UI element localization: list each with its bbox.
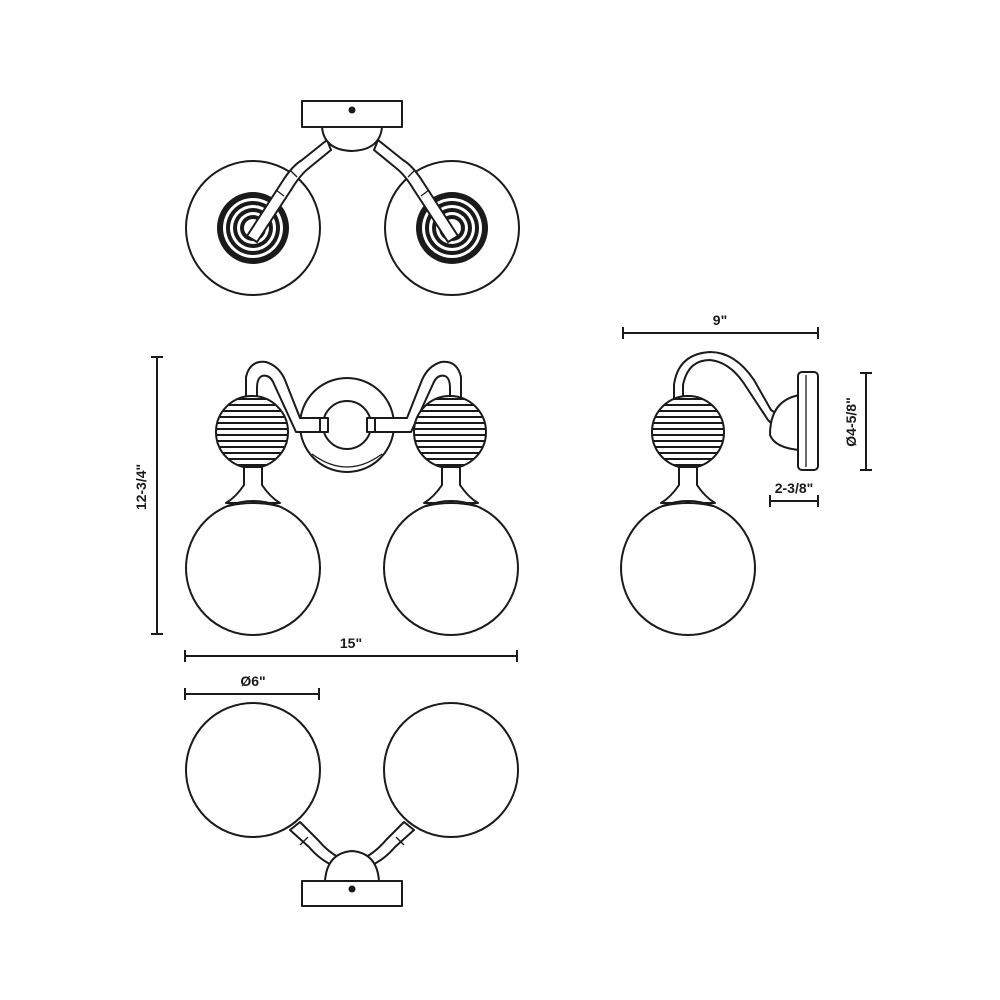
extension-dimension: 9" bbox=[622, 312, 819, 339]
overall-width-label: 15" bbox=[340, 635, 362, 651]
shade-diameter-label: Ø6" bbox=[240, 673, 265, 689]
top-view bbox=[185, 100, 520, 296]
front-view-left-globe bbox=[185, 500, 321, 636]
backplate-diameter-label: Ø4-5/8" bbox=[843, 397, 859, 446]
bottom-view-mount-screw bbox=[348, 885, 356, 893]
overall-height-label: 12-3/4" bbox=[133, 464, 149, 510]
side-view-backplate bbox=[797, 371, 819, 471]
overall-height-dimension: 12-3/4" bbox=[133, 356, 163, 635]
bottom-view-left-globe bbox=[185, 702, 321, 838]
side-view-canopy-dome bbox=[769, 394, 801, 451]
side-view bbox=[620, 351, 819, 636]
top-view-arms bbox=[246, 139, 459, 243]
backplate-depth-label: 2-3/8" bbox=[775, 480, 814, 496]
top-view-canopy-dome bbox=[321, 126, 383, 152]
bottom-view-backplate bbox=[301, 880, 403, 907]
front-view-canopy-ring bbox=[322, 400, 372, 450]
side-view-ribbed-sphere bbox=[651, 395, 725, 469]
front-view-arms bbox=[245, 360, 462, 433]
front-view-right-globe bbox=[383, 500, 519, 636]
extension-label: 9" bbox=[713, 312, 727, 328]
top-view-backplate bbox=[301, 100, 403, 128]
front-view-left-ribbed-sphere bbox=[215, 395, 289, 469]
overall-width-dimension: 15" bbox=[184, 635, 518, 662]
front-view bbox=[185, 360, 519, 636]
backplate-diameter-dimension: Ø4-5/8" bbox=[843, 372, 872, 471]
bottom-view-right-globe bbox=[383, 702, 519, 838]
front-view-right-ribbed-sphere bbox=[413, 395, 487, 469]
side-view-globe bbox=[620, 500, 756, 636]
bottom-view bbox=[185, 702, 519, 907]
backplate-depth-dimension: 2-3/8" bbox=[769, 480, 819, 507]
bottom-view-canopy-dome bbox=[324, 850, 380, 882]
top-view-mount-screw bbox=[348, 106, 356, 114]
shade-diameter-dimension: Ø6" bbox=[184, 673, 320, 700]
